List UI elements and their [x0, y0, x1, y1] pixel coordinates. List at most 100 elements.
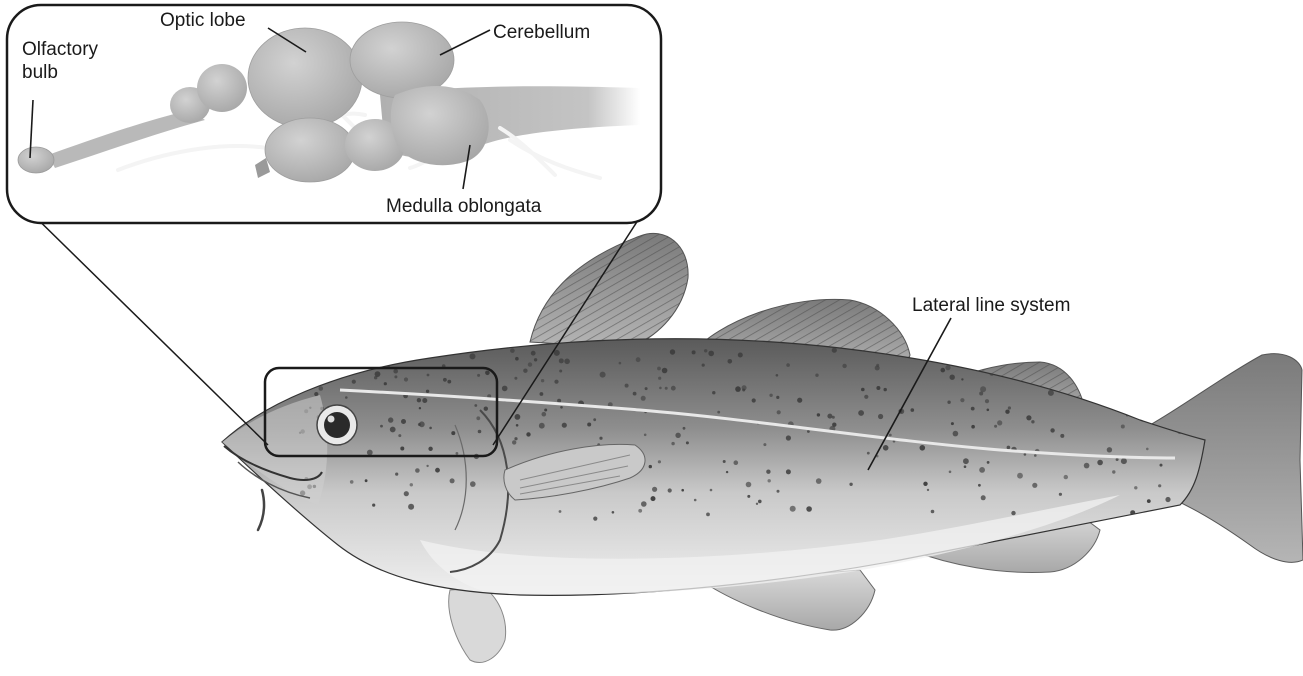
body-spot	[625, 384, 629, 388]
body-spot	[746, 482, 752, 488]
body-spot	[599, 437, 602, 440]
body-spot	[419, 421, 425, 427]
body-spot	[539, 423, 545, 429]
body-spot	[320, 373, 325, 378]
body-spot	[971, 407, 975, 411]
pelvic-fin	[449, 588, 506, 662]
body-spot	[1059, 493, 1062, 496]
body-spot	[978, 484, 981, 487]
body-spot	[671, 386, 676, 391]
body-spot	[470, 353, 476, 359]
body-spot	[670, 349, 675, 354]
body-spot	[987, 409, 990, 412]
body-spot	[951, 422, 954, 425]
body-spot	[858, 410, 864, 416]
body-spot	[514, 377, 517, 380]
body-spot	[651, 496, 656, 501]
body-spot	[443, 378, 447, 382]
body-spot	[364, 348, 369, 353]
body-spot	[641, 501, 647, 507]
body-spot	[1146, 448, 1149, 451]
body-spot	[953, 431, 959, 437]
body-spot	[747, 495, 750, 498]
body-spot	[671, 442, 674, 445]
body-spot	[1165, 497, 1170, 502]
body-spot	[426, 390, 429, 393]
body-spot	[638, 509, 642, 513]
body-spot	[950, 375, 955, 380]
body-spot	[1005, 410, 1009, 414]
body-spot	[357, 358, 361, 362]
body-spot	[777, 410, 781, 414]
body-spot	[815, 374, 818, 377]
body-spot	[916, 352, 921, 357]
body-spot	[1129, 403, 1132, 406]
body-spot	[817, 413, 820, 416]
body-spot	[457, 348, 462, 353]
body-spot	[1011, 511, 1015, 515]
body-spot	[786, 435, 791, 440]
body-spot	[1112, 470, 1115, 473]
body-spot	[516, 424, 519, 427]
body-spot	[354, 353, 357, 356]
body-spot	[861, 388, 865, 392]
body-spot	[728, 359, 733, 364]
body-spot	[1013, 358, 1016, 361]
olfactory-bulb	[18, 147, 54, 173]
body-spot	[980, 386, 986, 392]
body-spot	[1065, 363, 1069, 367]
body-spot	[400, 447, 404, 451]
body-spot	[474, 404, 477, 407]
body-spot	[658, 460, 661, 463]
body-spot	[1157, 388, 1161, 392]
body-spot	[456, 452, 459, 455]
body-spot	[384, 382, 387, 385]
body-spot	[541, 379, 544, 382]
label-cerebellum: Cerebellum	[493, 21, 590, 44]
body-spot	[600, 372, 606, 378]
body-spot	[1145, 369, 1150, 374]
body-spot	[769, 394, 772, 397]
body-spot	[1115, 364, 1120, 369]
body-spot	[971, 425, 975, 429]
body-spot	[352, 380, 356, 384]
body-spot	[706, 513, 710, 517]
body-spot	[1084, 463, 1090, 469]
body-spot	[1117, 362, 1121, 366]
body-spot	[426, 465, 428, 467]
body-spot	[301, 383, 304, 386]
body-spot	[867, 452, 870, 455]
body-spot	[941, 368, 946, 373]
body-spot	[554, 380, 558, 384]
body-spot	[675, 433, 680, 438]
body-spot	[878, 414, 883, 419]
body-spot	[1140, 403, 1144, 407]
body-spot	[540, 392, 544, 396]
body-spot	[752, 398, 756, 402]
body-spot	[1032, 483, 1037, 488]
body-spot	[1121, 425, 1125, 429]
body-spot	[827, 414, 832, 419]
body-spot	[450, 478, 455, 483]
medulla-oblongata	[391, 86, 489, 165]
body-spot	[593, 418, 596, 421]
body-spot	[961, 378, 963, 380]
body-spot	[393, 369, 398, 374]
body-spot	[979, 467, 985, 473]
body-spot	[668, 488, 672, 492]
body-spot	[375, 371, 381, 377]
body-spot	[388, 417, 393, 422]
body-spot	[1134, 486, 1137, 489]
body-spot	[510, 348, 515, 353]
body-spot	[415, 468, 420, 473]
hypothalamus-lobe	[265, 118, 355, 182]
body-spot	[987, 461, 990, 464]
body-spot	[786, 469, 791, 474]
body-spot	[692, 350, 696, 354]
body-spot	[889, 434, 892, 437]
body-spot	[365, 479, 368, 482]
body-spot	[1019, 358, 1024, 363]
body-spot	[1114, 381, 1117, 384]
body-spot	[712, 391, 715, 394]
fish-eye	[317, 405, 357, 445]
